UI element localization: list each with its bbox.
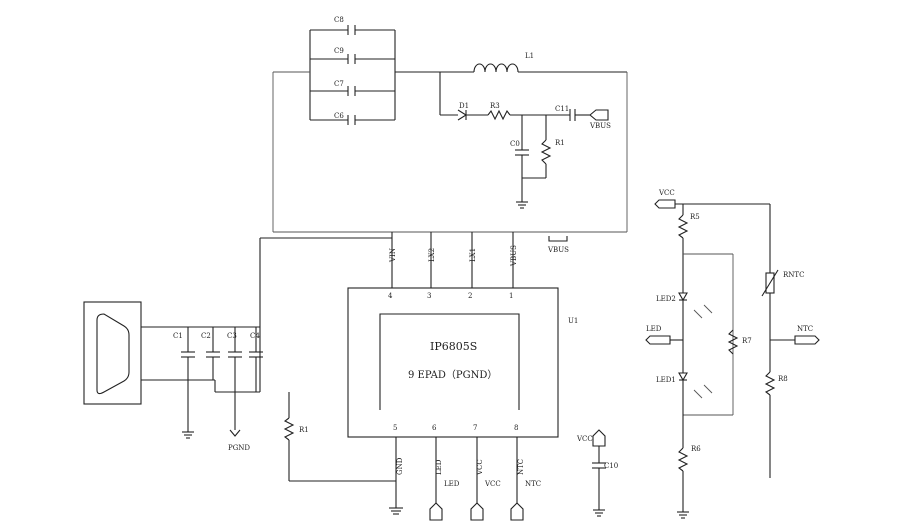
vcc-bottom-port-label: VCC bbox=[484, 480, 501, 488]
pgnd-label: PGND bbox=[228, 444, 250, 452]
vbus-chip-port-label: VBUS bbox=[547, 246, 569, 254]
pin-5-name: GND bbox=[396, 457, 404, 475]
chip-bottom-wiring bbox=[283, 392, 524, 521]
c11-label: C11 bbox=[555, 105, 569, 113]
r7-label: R7 bbox=[742, 337, 752, 345]
c10-capacitor bbox=[592, 429, 606, 517]
chip-subtitle: 9 EPAD（PGND） bbox=[408, 369, 497, 381]
chip-top-wiring bbox=[259, 231, 627, 392]
pin-7-number: 7 bbox=[473, 424, 477, 432]
pin-8-name: NTC bbox=[517, 459, 525, 475]
r5-label: R5 bbox=[690, 213, 700, 221]
c9-label: C9 bbox=[334, 47, 344, 55]
r6-label: R6 bbox=[691, 445, 701, 453]
pin-3-number: 3 bbox=[427, 292, 431, 300]
pin-6-name: LED bbox=[435, 459, 443, 475]
r1-left-label: R1 bbox=[299, 426, 309, 434]
led1-label: LED1 bbox=[656, 376, 676, 384]
pin-8-number: 8 bbox=[514, 424, 518, 432]
c4-label: C4 bbox=[250, 332, 260, 340]
led2-label: LED2 bbox=[656, 295, 676, 303]
c6-label: C6 bbox=[334, 112, 344, 120]
chip-u1 bbox=[347, 287, 559, 438]
led-ntc-network bbox=[645, 199, 820, 519]
pin-4-number: 4 bbox=[388, 292, 393, 300]
r1-top-label: R1 bbox=[555, 139, 565, 147]
c1-label: C1 bbox=[173, 332, 183, 340]
pin-2-name: LX1 bbox=[469, 248, 477, 262]
d1-label: D1 bbox=[459, 102, 469, 110]
input-capacitors bbox=[141, 326, 263, 439]
c7-label: C7 bbox=[334, 80, 344, 88]
c8-label: C8 bbox=[334, 16, 344, 24]
pin-5-number: 5 bbox=[393, 424, 397, 432]
vcc-top-port-label: VCC bbox=[658, 189, 675, 197]
snubber-network bbox=[439, 72, 609, 209]
pin-6-number: 6 bbox=[432, 424, 437, 432]
chip-title: IP6805S bbox=[430, 340, 477, 353]
pin-2-number: 2 bbox=[468, 292, 472, 300]
pin-3-name: LX2 bbox=[428, 248, 436, 262]
rntc-label: RNTC bbox=[783, 271, 804, 279]
ntc-bottom-port-label: NTC bbox=[525, 480, 541, 488]
led-left-port-label: LED bbox=[646, 325, 662, 333]
pin-1-number: 1 bbox=[509, 292, 513, 300]
inductor-l1 bbox=[395, 63, 628, 232]
l1-label: L1 bbox=[525, 52, 534, 60]
r8-label: R8 bbox=[778, 375, 788, 383]
c10-label: C10 bbox=[604, 462, 618, 470]
vbus-top-port-label: VBUS bbox=[589, 122, 611, 130]
r3-label: R3 bbox=[490, 102, 500, 110]
chip-designator: U1 bbox=[568, 317, 578, 325]
vcc-mid-port-label: VCC bbox=[576, 435, 593, 443]
usb-connector bbox=[83, 301, 142, 405]
led-bottom-port-label: LED bbox=[444, 480, 460, 488]
c3-label: C3 bbox=[227, 332, 237, 340]
pin-1-name: VBUS bbox=[510, 245, 518, 267]
c2-label: C2 bbox=[201, 332, 211, 340]
input-capacitor-bank bbox=[272, 25, 396, 232]
pin-7-name: VCC bbox=[476, 459, 484, 476]
ntc-right-port-label: NTC bbox=[797, 325, 813, 333]
pin-4-name: VIN bbox=[389, 248, 397, 263]
c0-label: C0 bbox=[510, 140, 520, 148]
